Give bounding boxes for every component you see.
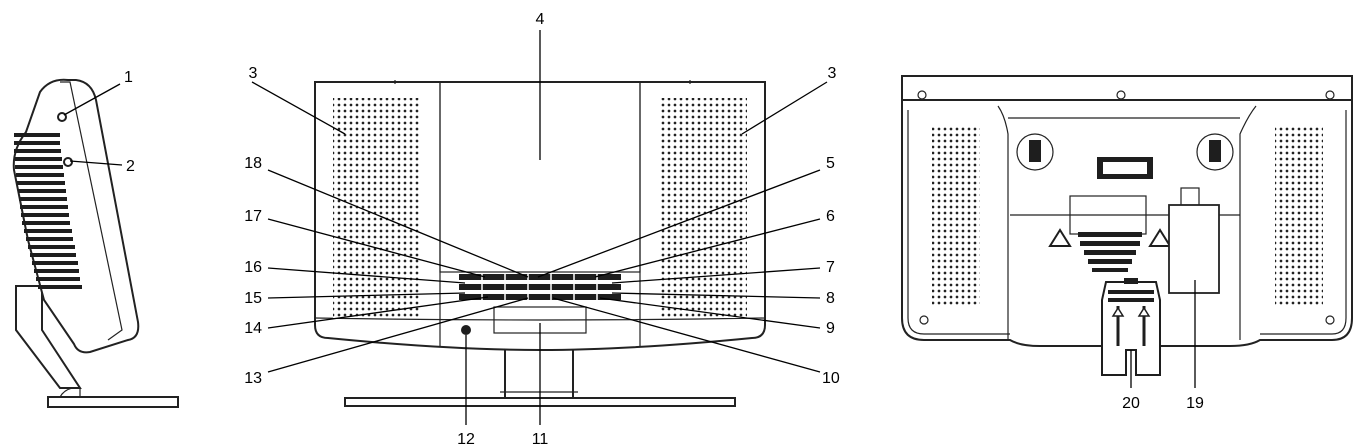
callout-15: 15	[244, 290, 262, 307]
rear-warning-text	[1078, 232, 1142, 272]
leader-lines	[63, 30, 1196, 425]
callout-10: 10	[822, 370, 840, 387]
callout-labels: 1 2 3 3 4 5 6 7 8 9 10 11 12 13 14 15 16…	[124, 11, 1204, 448]
callout-9: 9	[826, 320, 835, 337]
callout-18: 18	[244, 155, 262, 172]
rear-stand-bracket	[1101, 278, 1161, 376]
callout-19: 19	[1186, 395, 1204, 412]
callout-1: 1	[124, 69, 133, 86]
side-view	[12, 78, 179, 408]
rear-view	[901, 75, 1353, 376]
callout-5: 5	[826, 155, 835, 172]
callout-14: 14	[244, 320, 262, 337]
front-remote-sensor	[461, 325, 471, 335]
callout-4: 4	[536, 11, 545, 28]
callout-8: 8	[826, 290, 835, 307]
front-speaker-grille-left	[333, 98, 421, 318]
callout-13: 13	[244, 370, 262, 387]
side-body	[12, 78, 140, 354]
side-jack-2	[63, 157, 73, 167]
callout-3-left: 3	[249, 65, 258, 82]
rear-wall-mount-left	[1016, 133, 1054, 171]
side-stand-base	[47, 396, 179, 408]
callout-7: 7	[826, 259, 835, 276]
rear-speaker-grille-right	[1275, 125, 1323, 305]
front-view	[314, 80, 766, 407]
callout-12: 12	[457, 431, 475, 448]
callout-3-right: 3	[828, 65, 837, 82]
front-button-panel	[459, 274, 621, 300]
callout-11: 11	[532, 431, 549, 448]
rear-wall-mount-right	[1196, 133, 1234, 171]
callout-20: 20	[1122, 395, 1140, 412]
callout-6: 6	[826, 208, 835, 225]
rear-battery-compartment	[1168, 187, 1220, 294]
side-vent-slots	[14, 133, 82, 289]
rear-warning-icon-left	[1048, 228, 1072, 247]
front-speaker-grille-right	[659, 98, 747, 318]
callout-17: 17	[244, 208, 262, 225]
callout-2: 2	[126, 158, 135, 175]
rear-speaker-grille-left	[932, 125, 980, 305]
callout-16: 16	[244, 259, 262, 276]
rear-warning-icon-right	[1148, 228, 1172, 247]
